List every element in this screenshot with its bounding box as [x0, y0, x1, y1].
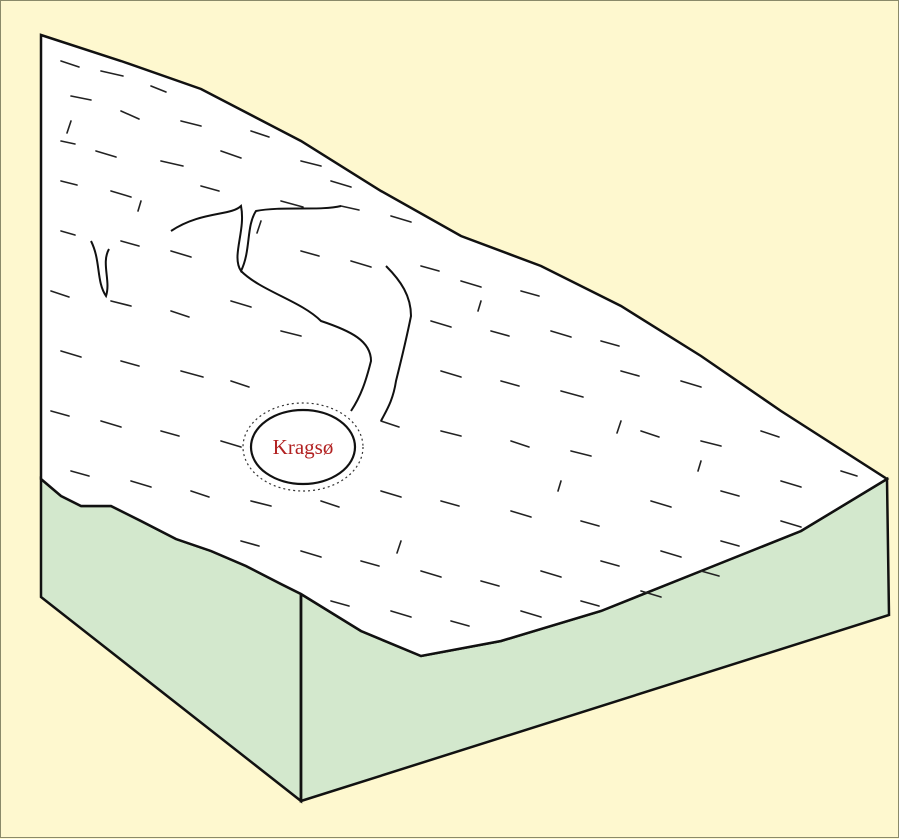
lake-label: Kragsø: [273, 435, 334, 459]
